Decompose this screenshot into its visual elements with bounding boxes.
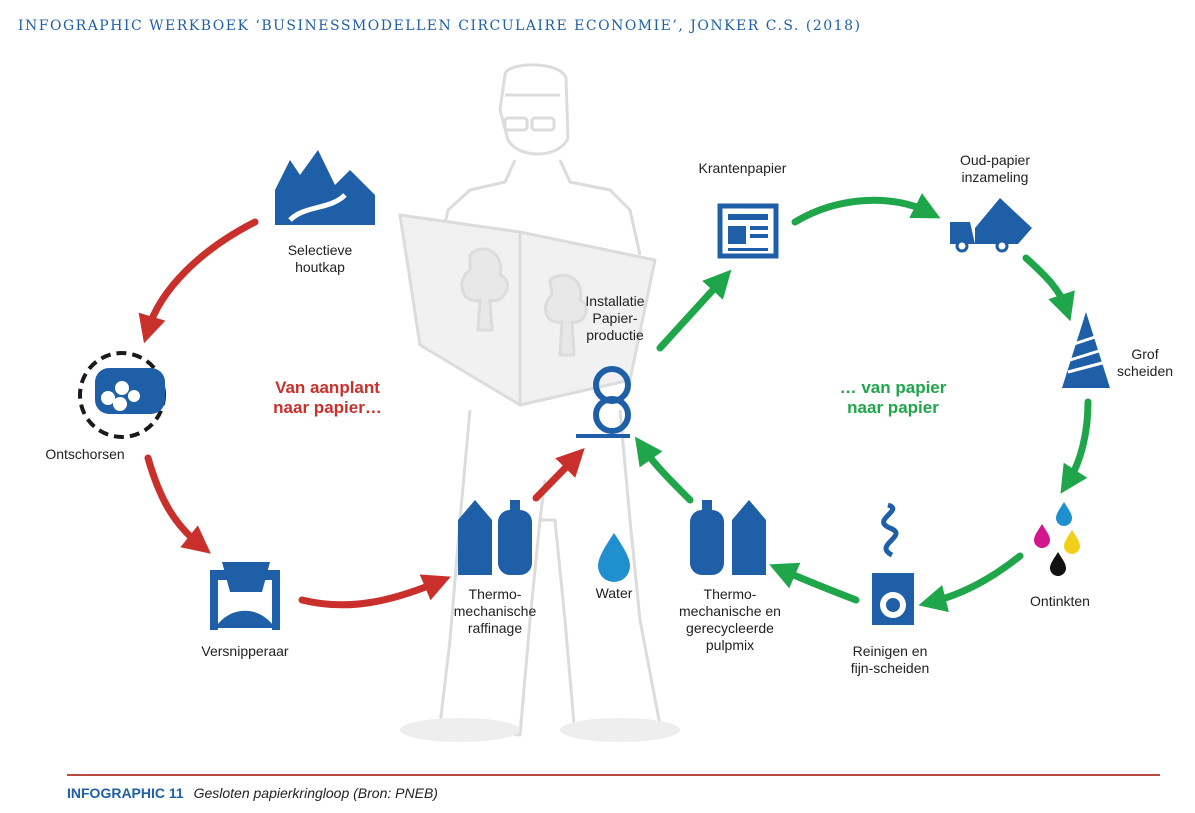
label-ontinkten: Ontinkten <box>1030 593 1090 609</box>
cone-separator-icon <box>1062 312 1110 388</box>
refinery-icon <box>458 500 532 575</box>
label-krantenpapier: Krantenpapier <box>698 160 787 176</box>
arrow-pulpmix-to-installatie <box>634 436 694 504</box>
ink-drops-icon <box>1034 502 1080 576</box>
label-selectieve-houtkap: Selectieve houtkap <box>287 242 353 275</box>
arrow-versnipperaar-to-raffinage <box>298 574 451 609</box>
arrow-inzameling-to-grof <box>1022 254 1075 322</box>
footer-divider <box>67 774 1160 776</box>
man-reading-newspaper-illustration <box>398 63 680 742</box>
footer: INFOGRAPHIC 11 Gesloten papierkringloop … <box>67 785 438 801</box>
logs-icon <box>78 351 166 439</box>
footer-caption: Gesloten papierkringloop (Bron: PNEB) <box>193 785 438 801</box>
right-phrase: … van papier naar papier <box>839 378 947 417</box>
newspaper-icon <box>717 203 779 259</box>
label-thermo-pulpmix: Thermo- mechanische en gerecycleerde pul… <box>679 586 781 653</box>
green-arrows <box>634 193 1092 613</box>
arrow-ontschorsen-to-versnipperaar <box>144 454 211 554</box>
washing-machine-icon <box>872 502 914 625</box>
label-thermo-raffinage: Thermo- mechanische raffinage <box>453 586 537 636</box>
truck-icon <box>950 198 1032 253</box>
arrow-installatie-to-krantenpapier <box>656 269 732 352</box>
label-oud-papier: Oud-papier inzameling <box>959 152 1031 185</box>
label-water: Water <box>595 585 633 601</box>
label-installatie: Installatie Papier- productie <box>585 293 645 343</box>
paper-machine-icon <box>576 366 631 438</box>
water-drop-icon <box>598 533 630 582</box>
arrow-ontinkten-to-reinigen <box>918 552 1024 613</box>
left-phrase: Van aanplant naar papier… <box>273 378 382 417</box>
page-header: INFOGRAPHIC WERKBOEK ‘BUSINESSMODELLEN C… <box>18 18 862 34</box>
pulp-mix-icon <box>690 500 766 575</box>
chipper-icon <box>210 562 280 630</box>
forest-icon <box>275 150 375 225</box>
label-versnipperaar: Versnipperaar <box>201 643 289 659</box>
label-grof-scheiden: Grof scheiden <box>1116 346 1174 379</box>
label-reinigen: Reinigen en fijn-scheiden <box>850 643 930 676</box>
arrow-reinigen-to-pulpmix <box>769 562 860 604</box>
arrow-krantenpapier-to-inzameling <box>791 193 941 226</box>
arrow-houtkap-to-ontschorsen <box>138 218 259 344</box>
footer-code: INFOGRAPHIC 11 <box>67 785 184 801</box>
label-ontschorsen: Ontschorsen <box>45 446 125 462</box>
arrow-raffinage-to-installatie <box>532 447 585 502</box>
arrow-grof-to-ontinkten <box>1060 398 1092 494</box>
red-arrows <box>138 218 585 609</box>
